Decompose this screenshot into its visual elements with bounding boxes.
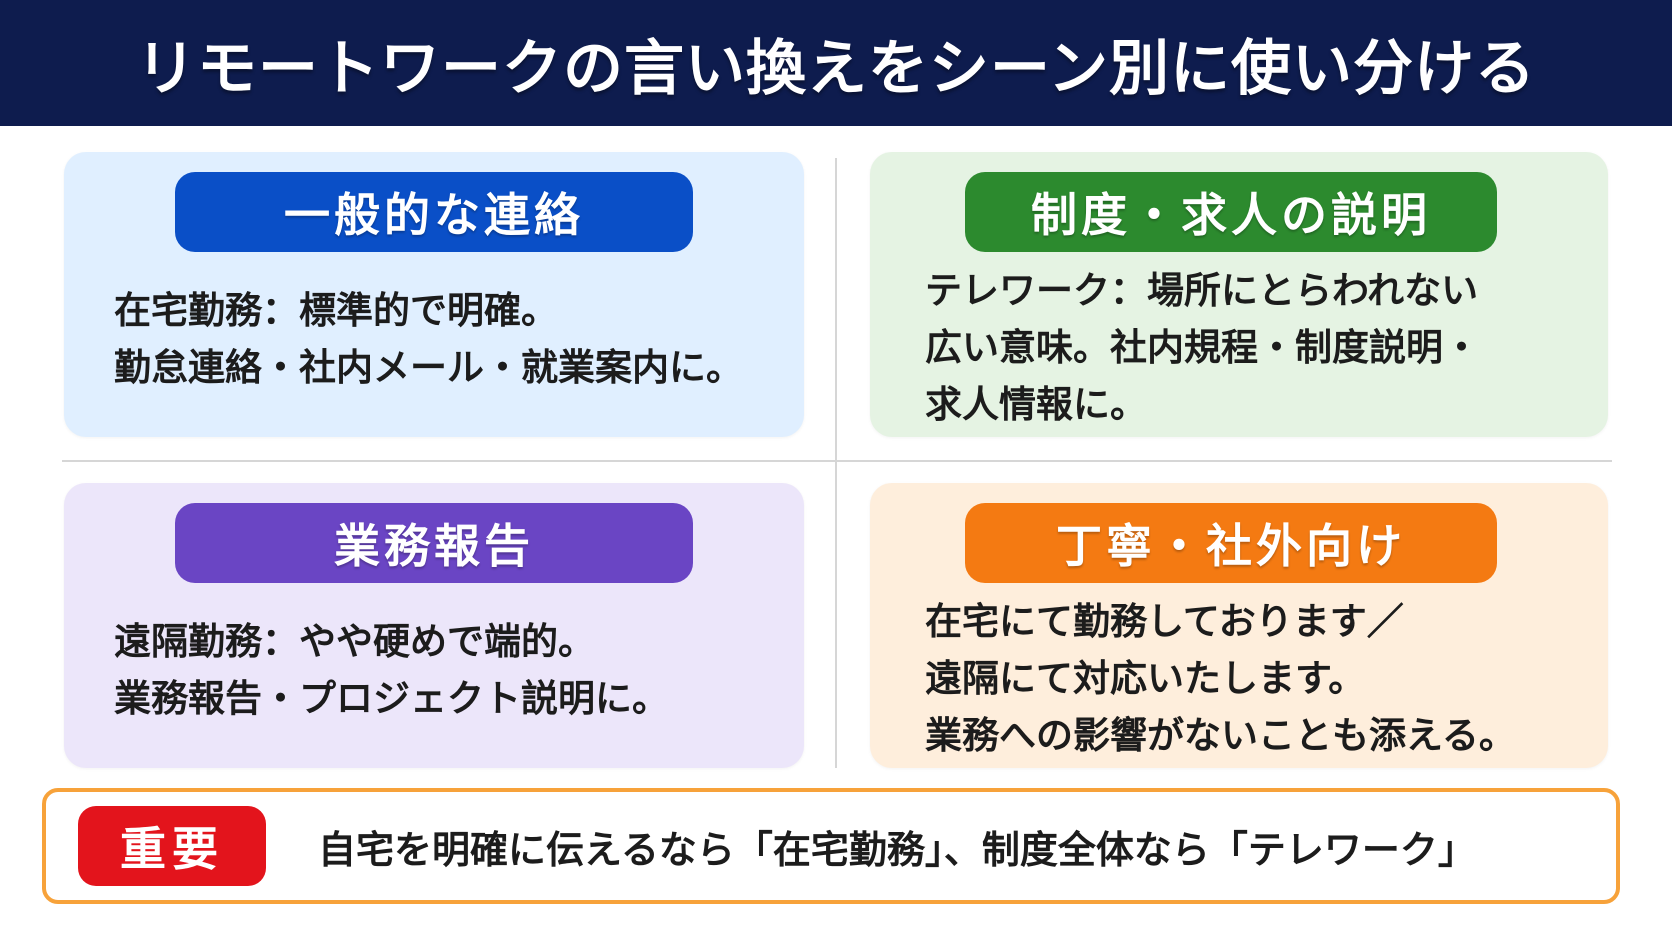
card-line: 業務への影響がないことも添える。 [925, 714, 1516, 757]
card-line: 業務報告・プロジェクト説明に。 [114, 677, 669, 720]
card-system-recruitment: 制度・求人の説明 テレワーク：場所にとらわれない 広い意味。社内規程・制度説明・… [870, 152, 1608, 437]
card-general-contact: 一般的な連絡 在宅勤務：標準的で明確。 勤怠連絡・社内メール・就業案内に。 [64, 152, 804, 437]
card-body: 遠隔勤務：やや硬めで端的。 業務報告・プロジェクト説明に。 [114, 613, 669, 727]
card-body: テレワーク：場所にとらわれない 広い意味。社内規程・制度説明・ 求人情報に。 [925, 262, 1480, 433]
card-business-report: 業務報告 遠隔勤務：やや硬めで端的。 業務報告・プロジェクト説明に。 [64, 483, 804, 768]
title-banner: リモートワークの言い換えをシーン別に使い分ける [0, 0, 1672, 126]
important-badge: 重要 [78, 806, 266, 886]
card-heading: 丁寧・社外向け [965, 503, 1497, 583]
card-line: 勤怠連絡・社内メール・就業案内に。 [114, 346, 743, 389]
card-heading: 制度・求人の説明 [965, 172, 1497, 252]
card-line: テレワーク：場所にとらわれない [925, 269, 1479, 312]
card-line: 遠隔にて対応いたします。 [925, 657, 1366, 700]
important-text: 自宅を明確に伝えるなら「在宅勤務」、制度全体なら「テレワーク」 [318, 827, 1476, 872]
card-line: 在宅にて勤務しております／ [925, 600, 1404, 643]
card-body: 在宅勤務：標準的で明確。 勤怠連絡・社内メール・就業案内に。 [114, 282, 743, 396]
card-heading: 一般的な連絡 [175, 172, 693, 252]
important-box: 重要 自宅を明確に伝えるなら「在宅勤務」、制度全体なら「テレワーク」 [42, 788, 1620, 904]
card-line: 求人情報に。 [925, 383, 1147, 426]
card-line: 在宅勤務：標準的で明確。 [114, 289, 558, 332]
page-title: リモートワークの言い換えをシーン別に使い分ける [136, 33, 1536, 104]
card-polite-external: 丁寧・社外向け 在宅にて勤務しております／ 遠隔にて対応いたします。 業務への影… [870, 483, 1608, 768]
card-line: 広い意味。社内規程・制度説明・ [925, 326, 1480, 369]
card-body: 在宅にて勤務しております／ 遠隔にて対応いたします。 業務への影響がないことも添… [925, 593, 1516, 764]
card-line: 遠隔勤務：やや硬めで端的。 [114, 620, 595, 663]
card-heading: 業務報告 [175, 503, 693, 583]
horizontal-divider [62, 460, 1612, 462]
vertical-divider [835, 158, 837, 768]
